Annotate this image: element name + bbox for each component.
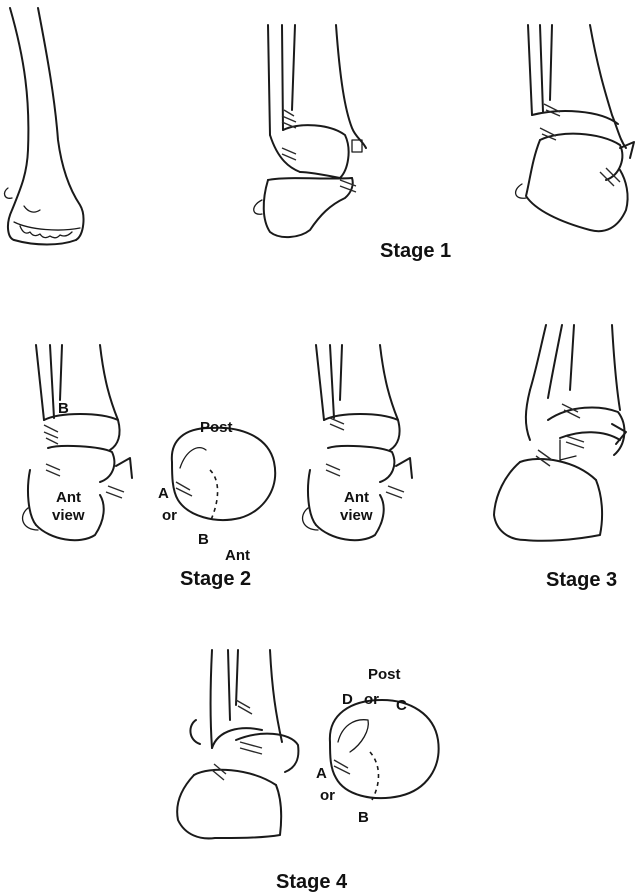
- stage3-label: Stage 3: [546, 569, 617, 591]
- stage1-foot-front-view: [5, 8, 84, 245]
- stage2-label-post: Post: [200, 419, 233, 436]
- stage2-ant-view-2-line1: Ant: [344, 489, 369, 506]
- stage1-ankle-lateral-view: [516, 25, 634, 231]
- stage4-label-d: D: [342, 691, 353, 708]
- stage2-label: Stage 2: [180, 568, 251, 590]
- stage2-label-or: or: [162, 507, 177, 524]
- stage4-label-c: C: [396, 697, 407, 714]
- stage2-talar-dome-diagram: [172, 428, 275, 522]
- stage4-label-or: or: [320, 787, 335, 804]
- stage2-ant-view-2-line2: view: [340, 507, 373, 524]
- stage3-ankle-lateral-view: [494, 325, 626, 541]
- stage4-talar-dome-diagram: [330, 700, 439, 800]
- stage4-label-or-top: or: [364, 691, 379, 708]
- stage1-ankle-anterior-view: [254, 25, 366, 237]
- stage4-label-post: Post: [368, 666, 401, 683]
- stage1-label: Stage 1: [380, 240, 451, 262]
- stage2-label-a: A: [158, 485, 169, 502]
- stage2-label-b-top: B: [58, 400, 69, 417]
- stage4-ankle-lateral-view: [177, 650, 298, 838]
- stage4-label: Stage 4: [276, 871, 348, 893]
- stage4-label-a: A: [316, 765, 327, 782]
- stage4-label-b: B: [358, 809, 369, 826]
- stage2-label-b: B: [198, 531, 209, 548]
- stage2-label-ant: Ant: [225, 547, 250, 564]
- stage2-ant-view-1-line2: view: [52, 507, 85, 524]
- stage2-ant-view-1-line1: Ant: [56, 489, 81, 506]
